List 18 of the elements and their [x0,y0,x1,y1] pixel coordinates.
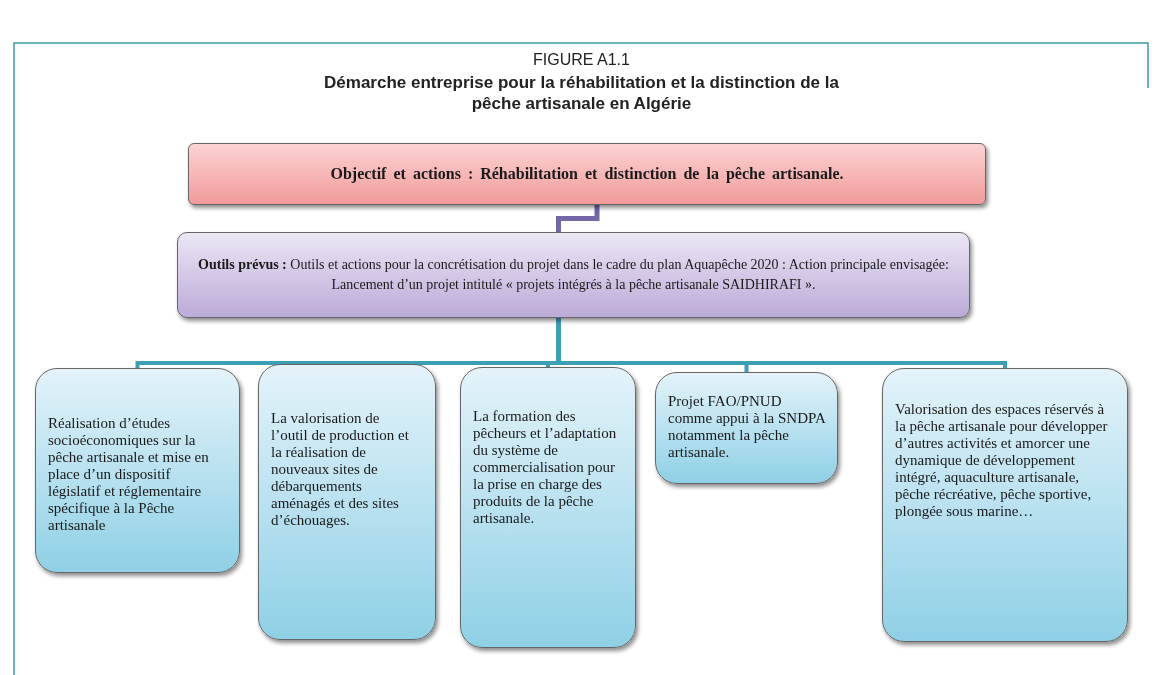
action-box [460,367,636,648]
box-text: Outils prévus : Outils et actions pour la concrétisation du projet dans le cadre du plan Aquapêche 2020 : Action principale envisagée: Lancement d’un projet intitulé « projets intégrés à la pêche artisanale SAIDHIRAFI ». [198,256,949,294]
box-text: Objectif et actions : Réhabilitation et distinction de la pêche artisanale. [330,164,844,184]
action-box [35,368,240,573]
box-text: La formation des pêcheurs et l’adaptation du système de commercialisation pour la prise en charge des produits de la pêche artisanale. [473,408,618,527]
action-box [655,372,838,484]
connector-line [556,318,1007,369]
box-text: La valorisation de l’outil de production et la réalisation de nouveaux sites de débarquements aménagés et des sites d’échouages. [271,410,410,529]
figure-number: FIGURE A1.1 [533,51,630,68]
figure-title: Démarche entreprise pour la réhabilitation et la distinction de la pêche artisanale en Algérie [323,72,840,114]
objective-box [188,143,986,205]
box-text: Réalisation d’études socioéconomiques sur la pêche artisanale et mise en place d’un dispositif législatif et réglementaire spécifique à la Pêche artisanale [48,415,210,534]
action-box [882,368,1128,642]
box-text: Valorisation des espaces réservés à la pêche artisanale pour développer d’autres activités et amorcer une dynamique de développement intégré, aquaculture artisanale, pêche récréative, pêche sportive, plongée sous marine… [895,401,1109,520]
connector-line [556,205,600,232]
tools-box [177,232,970,318]
action-box [258,364,436,640]
box-text: Projet FAO/PNUD comme appui à la SNDPA notamment la pêche artisanale. [668,393,825,461]
